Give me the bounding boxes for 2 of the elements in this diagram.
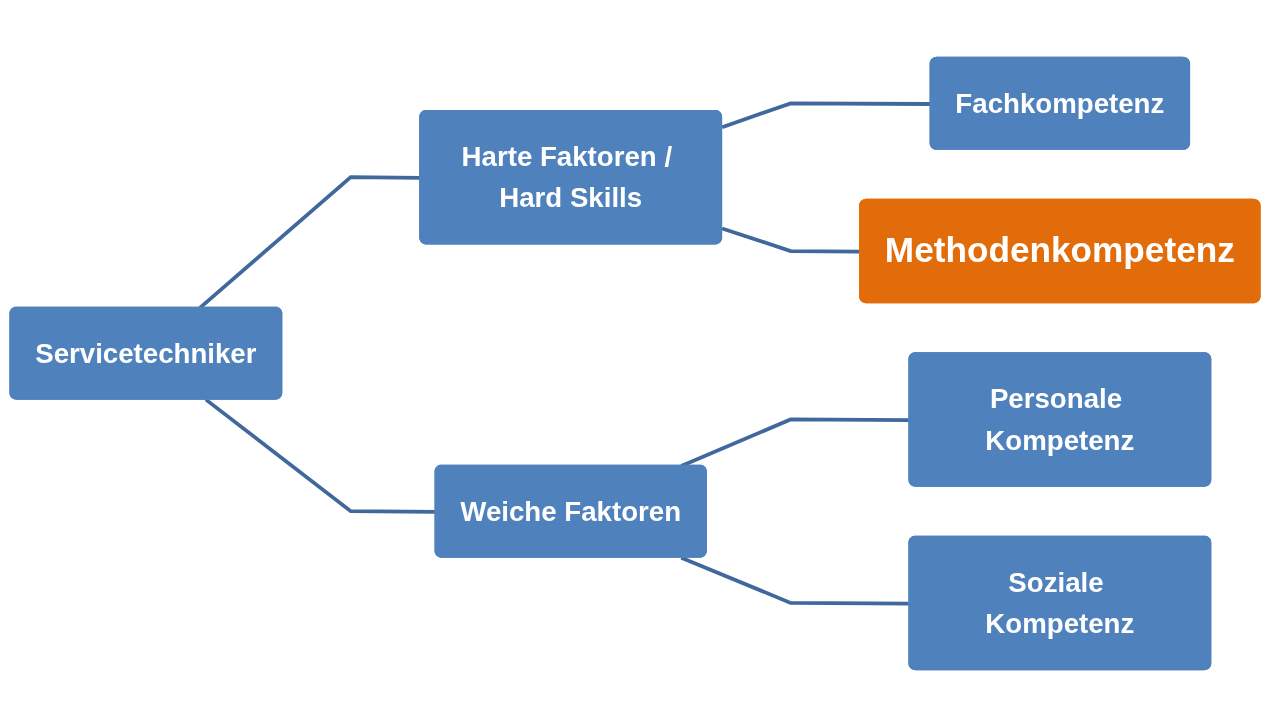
- connector: [204, 398, 436, 514]
- connector: [721, 101, 931, 129]
